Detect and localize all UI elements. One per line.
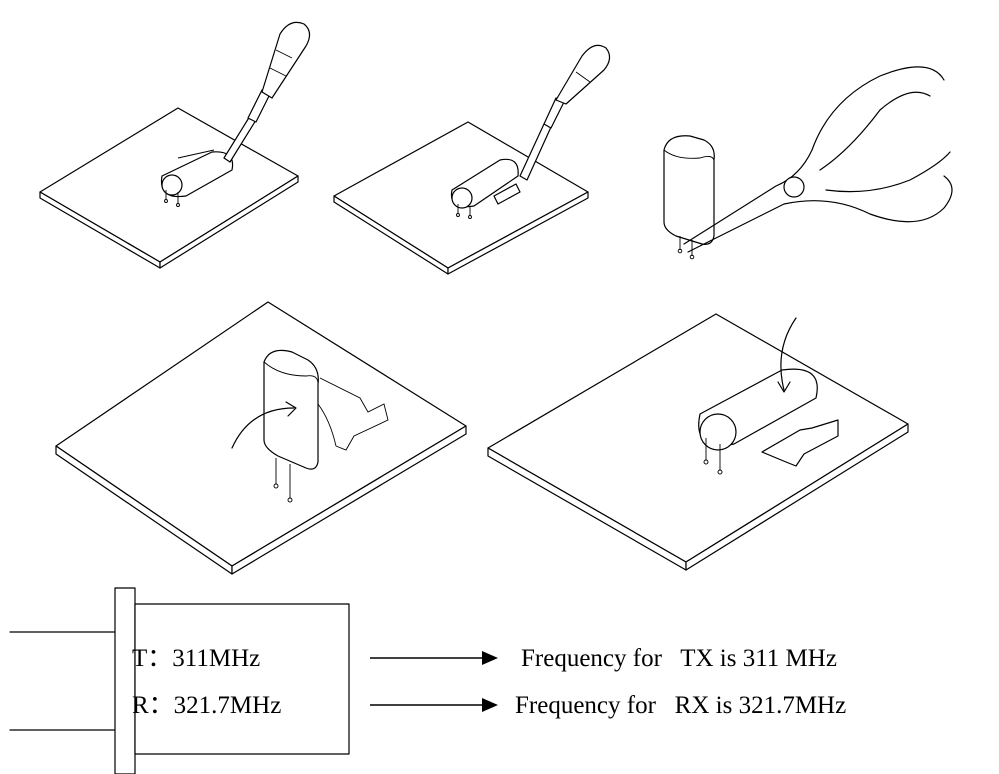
crystal-base-flange [114, 587, 136, 774]
crystal-body-outline [134, 603, 350, 755]
crystal-package-outline [9, 587, 350, 774]
step5-board-crystal-bent [487, 313, 909, 571]
rx-frequency-note: Frequency for RX is 321.7MHz [515, 692, 847, 719]
step2-board-screwdriver [333, 44, 611, 275]
step4-board-vertical-crystal [55, 301, 467, 575]
rx-frequency-marking: R：321.7MHz [132, 692, 282, 719]
tx-arrow [370, 651, 498, 665]
rx-arrow [370, 698, 498, 712]
step3-crystal-pliers [663, 66, 953, 260]
tx-frequency-marking: T：311MHz [132, 645, 261, 672]
tx-frequency-note: Frequency for TX is 311 MHz [521, 645, 837, 672]
step1-board-screwdriver [39, 21, 311, 269]
